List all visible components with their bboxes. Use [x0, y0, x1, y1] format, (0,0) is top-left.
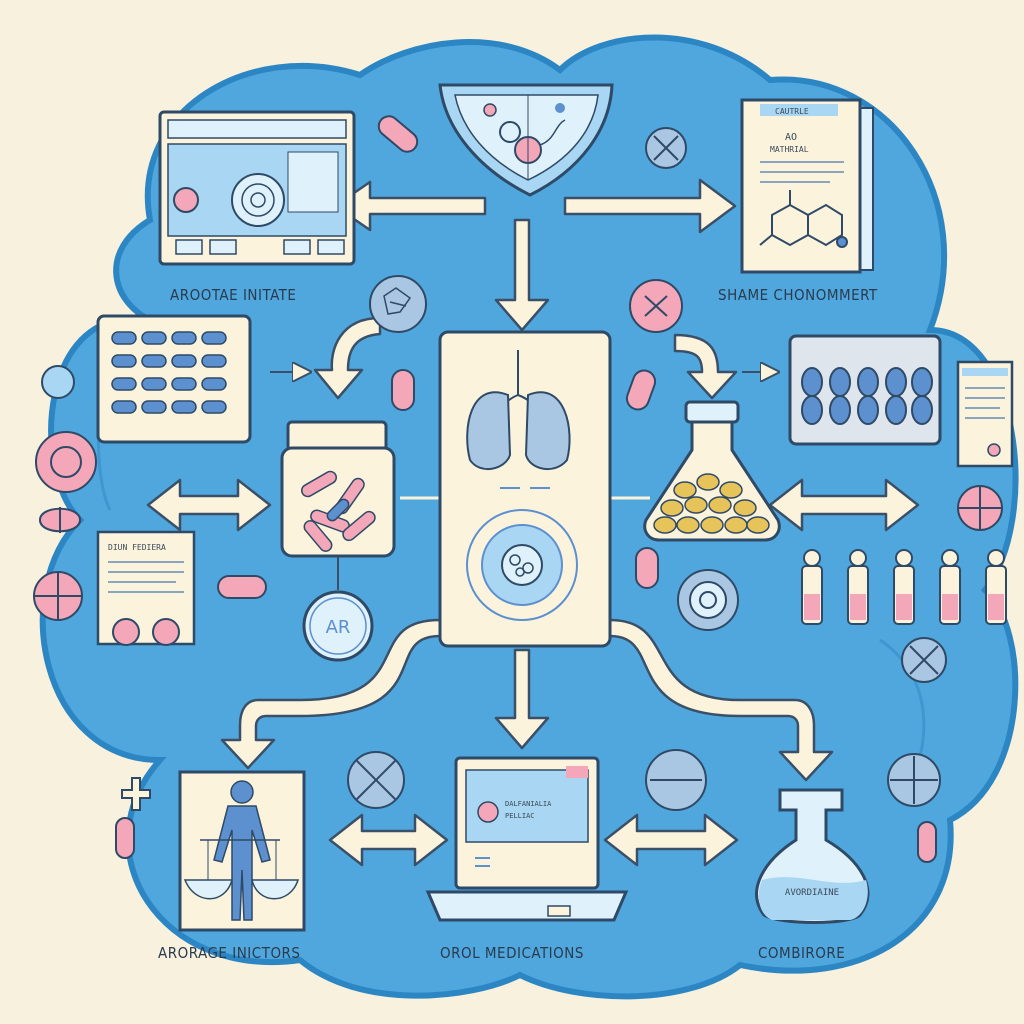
pill-jar [280, 420, 396, 558]
liquid-flask: AVORDIAINE [755, 788, 870, 924]
arrow-top-down [494, 218, 550, 332]
medical-cross-icon [121, 777, 151, 811]
vial-icon [801, 549, 823, 625]
pink-tablet-icon [152, 618, 180, 646]
doc-top-line: AO [785, 132, 797, 143]
vial-icon [985, 549, 1007, 625]
scattered-pill-icons [33, 115, 1003, 863]
human-balance-panel [178, 770, 306, 932]
laptop-line1: DALFANIALIA [505, 800, 552, 808]
cell-target-icon [466, 509, 578, 621]
thin-connectors [337, 496, 650, 590]
tablet-panel [96, 314, 252, 444]
molecule-icon [759, 190, 848, 248]
capsule-icon [377, 115, 419, 153]
pill-flask [643, 400, 781, 542]
label-bottom-right: COMBIRORE [758, 944, 846, 962]
flask-label: AVORDIAINE [785, 888, 839, 898]
ar-badge-label: AR [326, 617, 351, 638]
chemical-document: CAUTRLE AO MATHRIAL [740, 98, 874, 274]
capsule-icon [115, 817, 135, 859]
arrow-top-right [563, 178, 737, 234]
arrow-double-flask [768, 478, 920, 532]
capsule-icon [391, 369, 415, 411]
shield-diagram-icon [438, 83, 614, 197]
label-top-left: AROOTAE INITATE [170, 286, 297, 304]
vial-icon [847, 549, 869, 625]
monitor-panel [158, 110, 356, 266]
label-bottom-left: ARORAGE INICTORS [158, 944, 301, 962]
doc-top-title: CAUTRLE [775, 107, 809, 116]
capsule-icon [917, 821, 937, 863]
vial-icon [893, 549, 915, 625]
small-document-right [956, 360, 1014, 468]
vial-icon [939, 549, 961, 625]
arrow-curve-to-jar [313, 316, 382, 400]
arrow-double-jar [146, 478, 272, 532]
arrow-double-bottom-left [328, 813, 449, 867]
arrow-branch-center [494, 648, 550, 750]
doc-top-line2: MATHRIAL [770, 145, 809, 154]
label-top-right: SHAME CHONOMMERT [718, 286, 878, 304]
connector-arrows [146, 178, 920, 867]
arrow-branch-right [608, 618, 834, 782]
blue-tablet-icon [41, 365, 75, 399]
vial-row [801, 549, 1007, 625]
capsule-icon [217, 575, 267, 599]
arrow-branch-left [220, 618, 442, 770]
capsule-icon [635, 547, 659, 589]
lung-panel [438, 330, 612, 648]
blister-pack [788, 334, 942, 446]
arrow-double-bottom-right [603, 813, 739, 867]
lungs-icon [466, 350, 571, 470]
pink-tablet-icon [35, 431, 97, 493]
doc-left-title: DIUN FEDIERA [108, 543, 166, 552]
arrow-curve-to-flask [673, 333, 738, 400]
label-bottom-center: OROL MEDICATIONS [440, 944, 584, 962]
capsule-icon [625, 369, 657, 411]
pink-tablet-icon [112, 618, 140, 646]
ar-badge: AR [302, 590, 374, 662]
small-document-left: DIUN FEDIERA [96, 530, 196, 646]
human-figure-icon [213, 780, 271, 921]
laptop-panel: DALFANIALIA PELLIAC [425, 756, 629, 922]
laptop-line2: PELLIAC [505, 812, 535, 820]
